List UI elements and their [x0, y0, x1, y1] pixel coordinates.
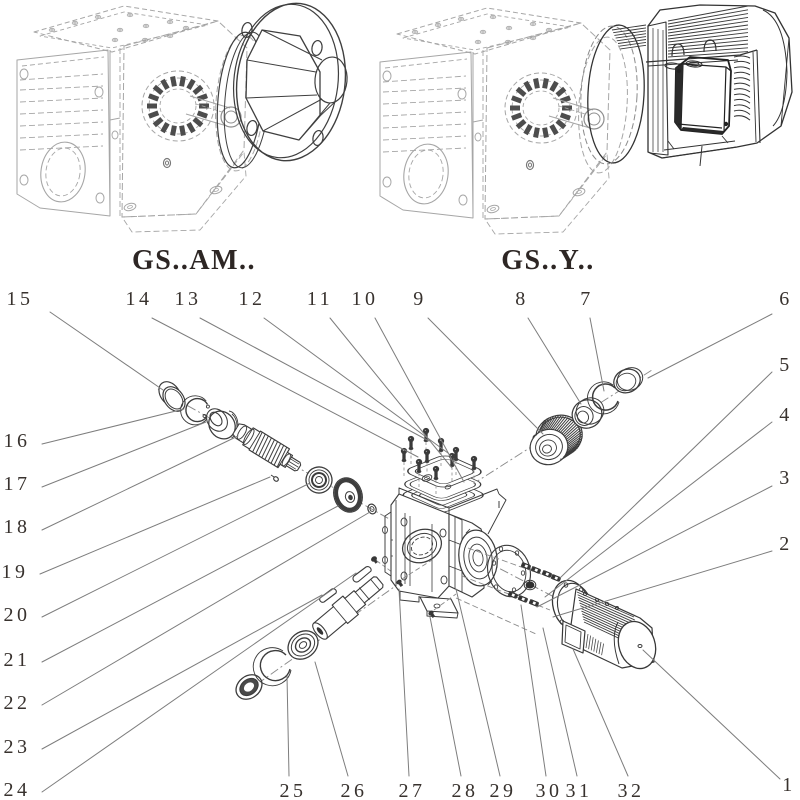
svg-text:20: 20: [4, 604, 31, 626]
svg-text:32: 32: [618, 780, 645, 800]
svg-text:6: 6: [779, 288, 793, 310]
svg-text:22: 22: [4, 692, 31, 714]
svg-text:17: 17: [4, 473, 31, 495]
svg-text:4: 4: [779, 404, 793, 426]
svg-text:GS..AM..: GS..AM..: [132, 245, 256, 276]
svg-text:28: 28: [452, 780, 479, 800]
svg-text:GS..Y..: GS..Y..: [501, 245, 595, 276]
svg-text:29: 29: [490, 780, 517, 800]
svg-text:23: 23: [4, 736, 31, 758]
svg-text:26: 26: [341, 780, 368, 800]
svg-text:2: 2: [779, 533, 793, 555]
svg-text:5: 5: [779, 354, 793, 376]
svg-text:8: 8: [515, 288, 529, 310]
svg-text:13: 13: [175, 288, 202, 310]
svg-text:3: 3: [779, 467, 793, 489]
svg-text:10: 10: [352, 288, 379, 310]
svg-text:1: 1: [782, 774, 796, 796]
svg-text:21: 21: [4, 649, 31, 671]
svg-text:30: 30: [536, 780, 563, 800]
svg-text:14: 14: [126, 288, 153, 310]
svg-text:18: 18: [4, 516, 31, 538]
svg-text:12: 12: [239, 288, 266, 310]
svg-text:31: 31: [566, 780, 593, 800]
svg-text:16: 16: [4, 430, 31, 452]
svg-text:9: 9: [413, 288, 427, 310]
svg-text:24: 24: [4, 779, 31, 800]
svg-text:15: 15: [7, 288, 34, 310]
svg-text:25: 25: [280, 780, 307, 800]
svg-text:27: 27: [399, 780, 426, 800]
svg-text:19: 19: [2, 561, 29, 583]
svg-text:7: 7: [580, 288, 594, 310]
svg-text:11: 11: [307, 288, 333, 310]
